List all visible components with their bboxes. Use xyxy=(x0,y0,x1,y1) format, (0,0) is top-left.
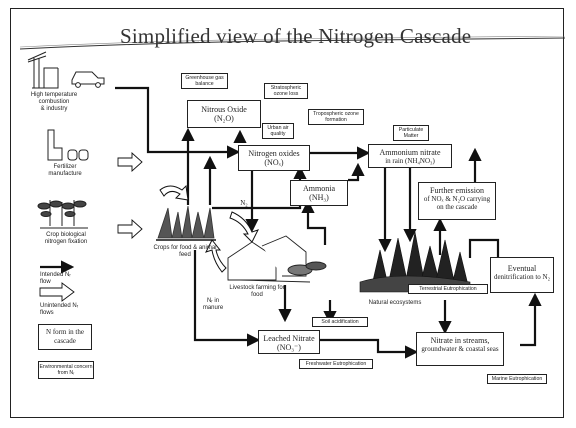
fertilizer-factory-icon xyxy=(47,129,89,161)
node-denitrification-name: Eventual xyxy=(507,264,537,273)
livestock-label: Livestock farming for food xyxy=(229,285,285,298)
node-nitrogen-oxides-name: Nitrogen oxides xyxy=(248,149,300,158)
title-underline xyxy=(20,36,565,50)
node-nitrogen-oxides-formula: (NOₓ) xyxy=(264,158,284,167)
concern-freshwater: Freshwater Eutrophication xyxy=(299,359,373,369)
source-bnf-label: Crop biological nitrogen fixation xyxy=(44,232,88,245)
node-nitrous-oxide-name: Nitrous Oxide xyxy=(201,105,247,114)
concern-stratospheric: Stratospheric ozone loss xyxy=(264,83,308,99)
crops-label: Crops for food & animal feed xyxy=(153,245,217,258)
concern-marine: Marine Eutrophication xyxy=(487,374,547,384)
legend-env-concern-box: Environmental concern from Nᵣ xyxy=(38,361,94,379)
crops-field-icon xyxy=(156,205,216,241)
crop-plant-icon xyxy=(37,200,88,229)
livestock-farm-icon xyxy=(227,235,327,283)
legend-unintended-label: Unintended Nᵣ flows xyxy=(40,303,79,316)
node-leached-nitrate-name: Leached Nitrate xyxy=(263,334,315,343)
node-nitrate-streams-name: Nitrate in streams, xyxy=(430,336,490,345)
source-combustion-label: High temperature combustion & industry xyxy=(30,92,78,112)
node-leached-nitrate: Leached Nitrate (NO₃⁻) xyxy=(258,330,320,354)
node-nitrate-streams: Nitrate in streams, groundwater & coasta… xyxy=(416,332,504,366)
concern-terrestrial: Terrestrial Eutrophication xyxy=(408,284,488,294)
concern-urban-air: Urban air quality xyxy=(262,123,294,139)
node-ammonium-nitrate-name: Ammonium nitrate xyxy=(379,148,441,157)
node-nitrate-streams-formula: groundwater & coastal seas xyxy=(421,345,499,353)
concern-tropospheric: Tropospheric ozone formation xyxy=(308,109,364,125)
page-title: Simplified view of the Nitrogen Cascade xyxy=(120,24,472,48)
node-denitrification: Eventual denitrification to N₂ xyxy=(490,257,554,293)
legend-n-form-box: N form in the cascade xyxy=(38,324,92,350)
natural-ecosystems-trees-icon xyxy=(359,231,471,293)
node-further-emission-name: Further emission xyxy=(430,186,484,195)
node-ammonium-nitrate-formula: in rain (NH₄NO₃) xyxy=(385,157,435,165)
node-ammonium-nitrate: Ammonium nitrate in rain (NH₄NO₃) xyxy=(368,144,452,168)
factory-icon xyxy=(27,51,59,89)
nr-manure-label: Nᵣ in manure xyxy=(202,298,224,311)
node-nitrogen-oxides: Nitrogen oxides (NOₓ) xyxy=(238,145,310,171)
node-leached-nitrate-formula: (NO₃⁻) xyxy=(277,343,301,352)
node-ammonia: Ammonia (NH₃) xyxy=(290,180,348,206)
concern-soil: Soil acidification xyxy=(312,317,368,327)
concern-greenhouse: Greenhouse gas balance xyxy=(181,73,228,89)
node-denitrification-formula: denitrification to N₂ xyxy=(493,273,551,281)
source-fertilizer-label: Fertilizer manufacture xyxy=(48,164,82,177)
node-ammonia-formula: (NH₃) xyxy=(309,193,329,202)
node-further-emission: Further emission of NOₓ & N₂O carrying o… xyxy=(418,182,496,220)
n2-label: N₂ xyxy=(240,199,248,207)
legend-intended-label: Intended Nᵣ flow xyxy=(40,272,71,285)
node-nitrous-oxide-formula: (N₂O) xyxy=(214,114,234,123)
node-further-emission-formula: of NOₓ & N₂O carrying on the cascade xyxy=(423,195,491,211)
car-icon xyxy=(71,71,105,88)
natural-ecosystems-label: Natural ecosystems xyxy=(368,300,422,306)
node-ammonia-name: Ammonia xyxy=(303,184,335,193)
concern-particulate: Particulate Matter xyxy=(393,125,429,141)
node-nitrous-oxide: Nitrous Oxide (N₂O) xyxy=(187,100,261,128)
